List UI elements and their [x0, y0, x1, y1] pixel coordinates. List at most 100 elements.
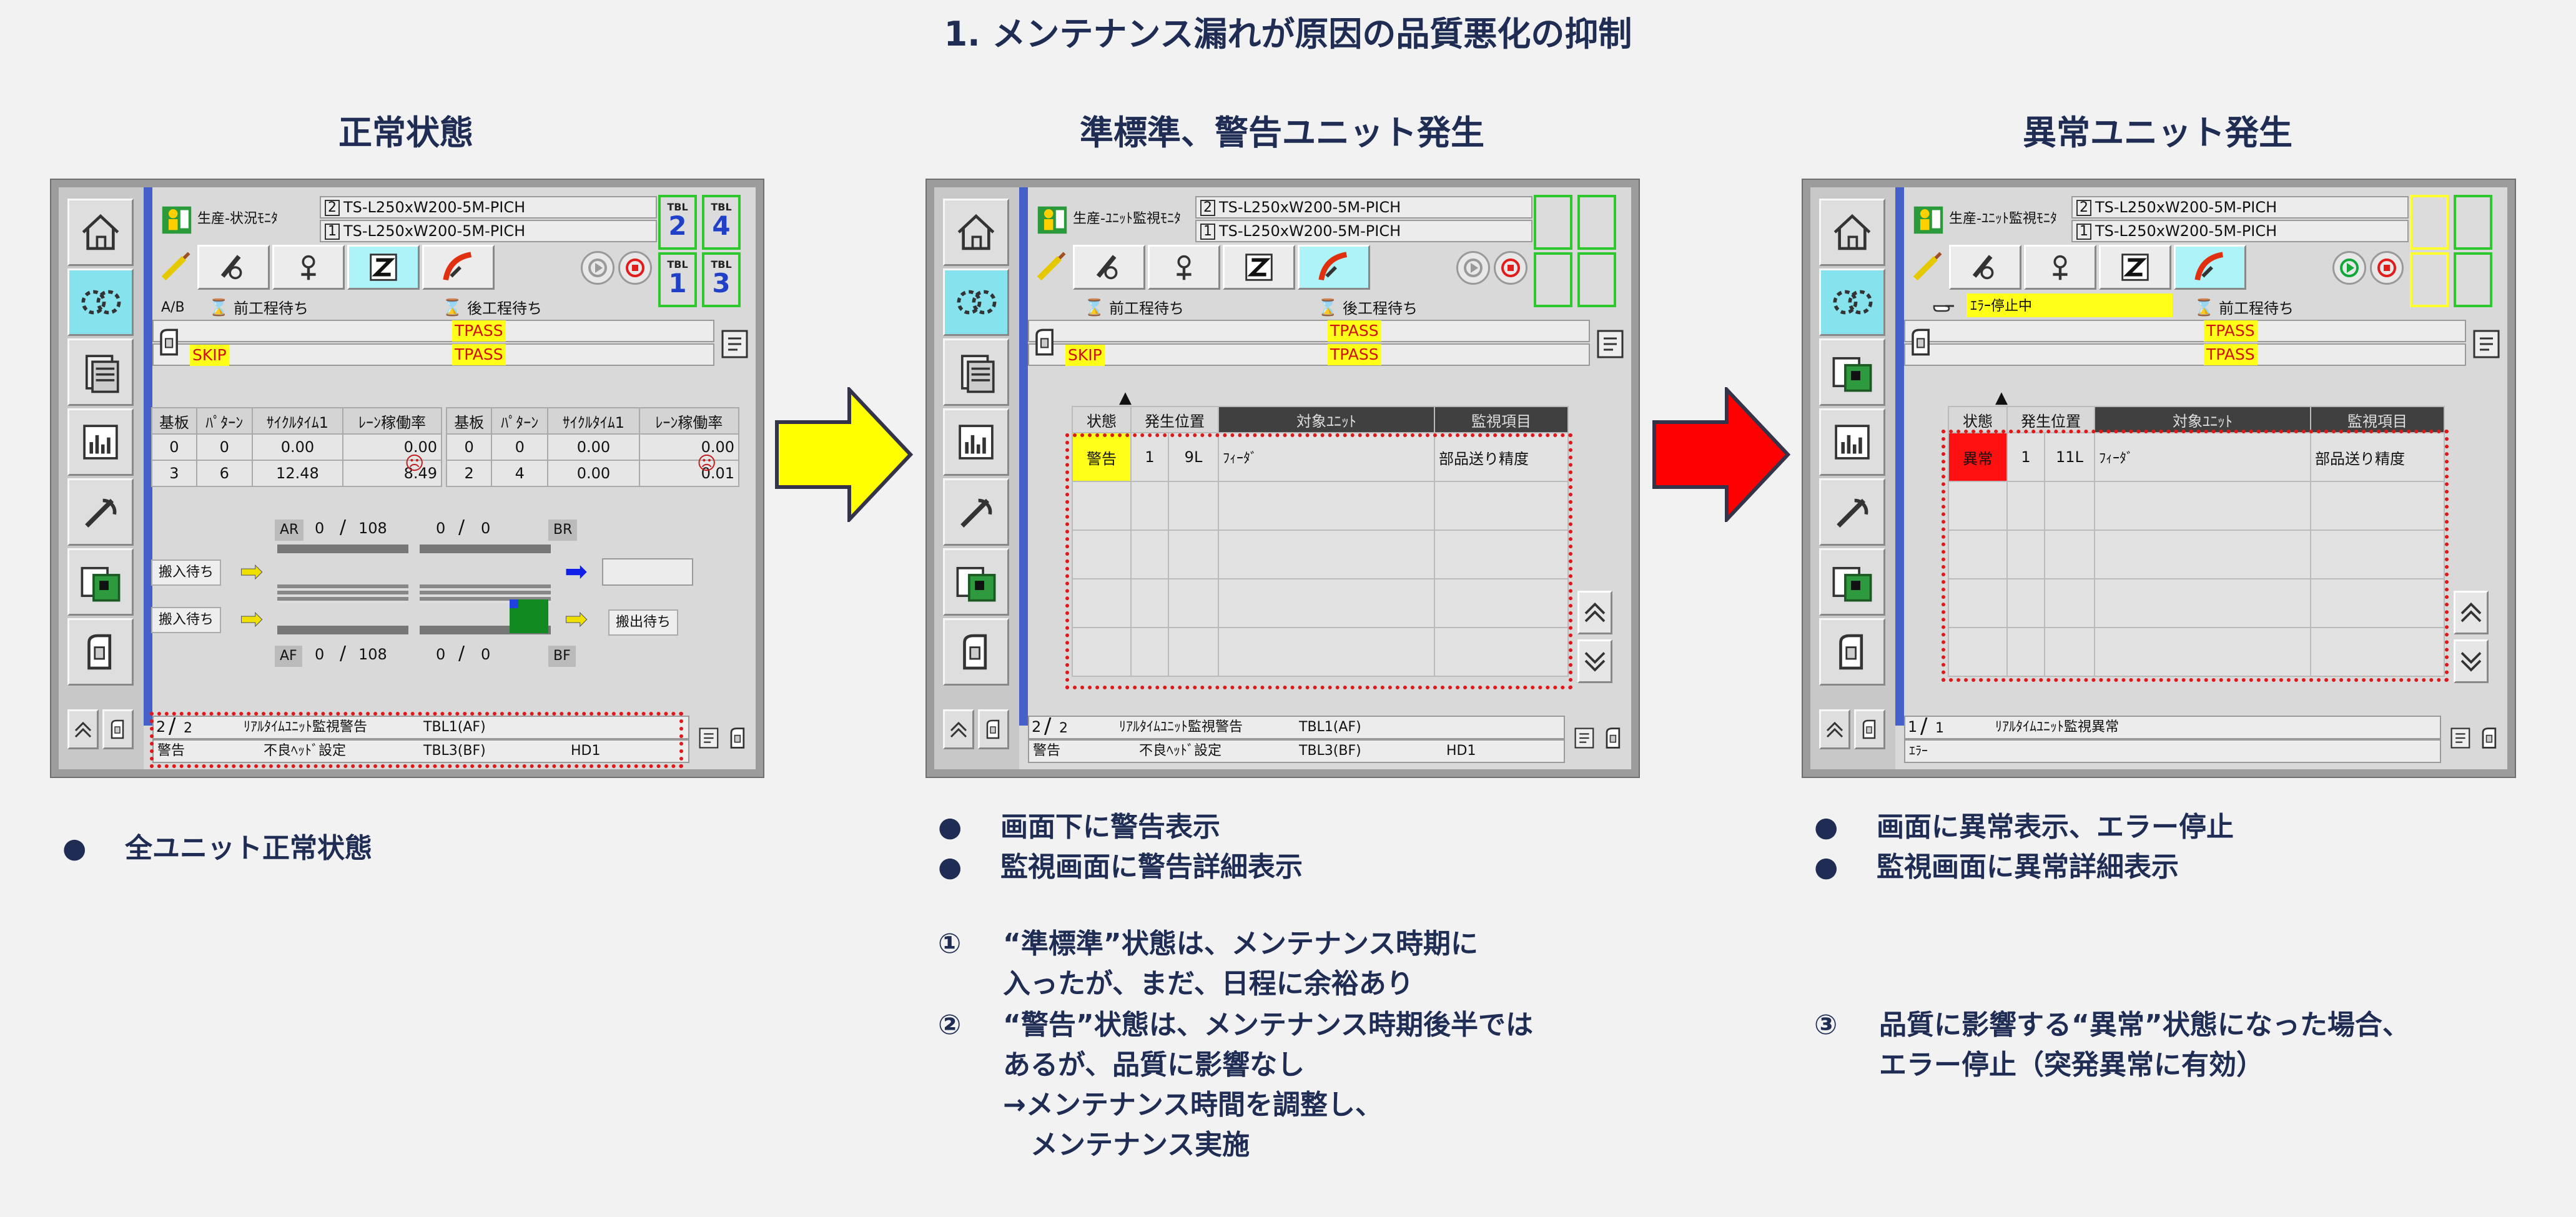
program-2-number: 1 — [325, 224, 340, 240]
panel-heading-warning: 準標準、警告ユニット発生 — [1080, 113, 1484, 152]
board-button[interactable] — [943, 548, 1009, 616]
program-button[interactable] — [67, 338, 134, 406]
scroll-up-button[interactable] — [1577, 591, 1612, 634]
start-button[interactable] — [581, 251, 614, 285]
tab-unit-monitor[interactable] — [1298, 245, 1370, 290]
save-button[interactable] — [2469, 323, 2506, 365]
tab-head[interactable] — [272, 245, 345, 290]
tab-feeder[interactable] — [197, 245, 270, 290]
production-button[interactable] — [1819, 269, 1885, 336]
program-row-1[interactable] — [320, 196, 657, 219]
save-button[interactable] — [717, 323, 754, 365]
board-button[interactable] — [1819, 548, 1885, 616]
table-row[interactable] — [1948, 627, 2445, 677]
edit-icon[interactable] — [1034, 250, 1068, 283]
message-row-1[interactable] — [1028, 716, 1565, 739]
tab-head[interactable] — [1148, 245, 1220, 290]
message-2-text: 不良ﾍｯﾄﾞ設定 — [264, 743, 347, 759]
in-wait-status-2: 搬入待ち — [151, 607, 222, 633]
home-button[interactable] — [1819, 199, 1885, 266]
table-row[interactable] — [1948, 578, 2445, 628]
message-row-2[interactable] — [1904, 739, 2441, 763]
statistics-button[interactable] — [1819, 408, 1885, 476]
message-row-1[interactable] — [152, 716, 689, 739]
scroll-up-button[interactable] — [2454, 591, 2489, 634]
edit-icon[interactable] — [1910, 250, 1944, 283]
tab-production[interactable] — [1223, 245, 1295, 290]
tab-feeder[interactable] — [1949, 245, 2021, 290]
program-row-2[interactable] — [2071, 220, 2409, 242]
program-row-1[interactable] — [1195, 196, 1532, 219]
scroll-down-button[interactable] — [1577, 639, 1612, 683]
lock-button[interactable] — [102, 709, 134, 749]
nozzle-button[interactable] — [1819, 478, 1885, 546]
help-button[interactable] — [2476, 718, 2504, 758]
lock-button[interactable] — [1854, 709, 1885, 749]
lock-button[interactable] — [978, 709, 1009, 749]
help-button[interactable] — [1600, 718, 1627, 758]
program-2-number: 1 — [2076, 224, 2091, 240]
program-button[interactable] — [943, 338, 1009, 406]
production-button[interactable] — [67, 269, 134, 336]
tab-head[interactable] — [2024, 245, 2096, 290]
message-row-2[interactable] — [1028, 739, 1565, 763]
program-2-name: TS-L250xW200-5M-PICH — [2095, 222, 2277, 240]
scroll-up-button[interactable] — [1819, 709, 1850, 749]
production-button[interactable] — [943, 269, 1009, 336]
scroll-up-button[interactable] — [67, 709, 99, 749]
program-row-2[interactable] — [1195, 220, 1532, 242]
tab-production[interactable] — [347, 245, 420, 290]
stop-button[interactable] — [1494, 251, 1527, 285]
table-row[interactable]: 警告 1 9L ﾌｨｰﾀﾞ 部品送り精度 — [1072, 432, 1569, 482]
home-button[interactable] — [67, 199, 134, 266]
home-button[interactable] — [943, 199, 1009, 266]
bullet-abnormal-1: ●画面に異常表示、エラー停止 — [1814, 811, 2234, 843]
report-button[interactable] — [1571, 718, 1599, 758]
start-button[interactable] — [2332, 251, 2366, 285]
statistics-button[interactable] — [67, 408, 134, 476]
table-row[interactable] — [1072, 627, 1569, 677]
program-row-2[interactable] — [320, 220, 657, 242]
save-button[interactable] — [1592, 323, 1630, 365]
lane-row-1 — [152, 320, 714, 342]
table-row[interactable] — [1948, 530, 2445, 579]
message-row-2[interactable] — [152, 739, 689, 763]
report-button[interactable] — [696, 718, 723, 758]
table-row[interactable]: 異常 1 11L ﾌｨｰﾀﾞ 部品送り精度 — [1948, 432, 2445, 482]
scroll-up-button[interactable] — [943, 709, 974, 749]
start-button[interactable] — [1456, 251, 1490, 285]
machine-button[interactable] — [67, 618, 134, 686]
tab-unit-monitor[interactable] — [422, 245, 495, 290]
stop-button[interactable] — [618, 251, 652, 285]
board-button[interactable] — [67, 548, 134, 616]
statistics-button[interactable] — [943, 408, 1009, 476]
help-button[interactable] — [724, 718, 752, 758]
machine-button[interactable] — [1819, 618, 1885, 686]
table-row[interactable] — [1072, 530, 1569, 579]
tab-production[interactable] — [2099, 245, 2171, 290]
machine-button[interactable] — [943, 618, 1009, 686]
stop-button[interactable] — [2370, 251, 2404, 285]
table-row[interactable] — [1072, 578, 1569, 628]
bullet-warning-2: ●監視画面に警告詳細表示 — [938, 851, 1303, 883]
stop-icon — [2377, 259, 2396, 277]
message-row-1[interactable] — [1904, 716, 2441, 739]
report-button[interactable] — [2447, 718, 2475, 758]
unit-monitor-table: 状態 発生位置 対象ﾕﾆｯﾄ 監視項目 異常 1 11L ﾌｨｰﾀﾞ 部品送り精… — [1948, 406, 2445, 677]
nozzle-button[interactable] — [67, 478, 134, 546]
table-row[interactable] — [1072, 481, 1569, 531]
program-row-1[interactable] — [2071, 196, 2409, 219]
hourglass-icon-2: ⌛ — [442, 298, 463, 317]
cycle-icon — [77, 279, 124, 325]
edit-icon[interactable] — [159, 250, 192, 283]
program-button[interactable] — [1819, 338, 1885, 406]
tab-feeder[interactable] — [1073, 245, 1145, 290]
feeder-icon — [215, 249, 252, 285]
document-icon — [953, 349, 999, 395]
table-row[interactable] — [1948, 481, 2445, 531]
scroll-down-button[interactable] — [2454, 639, 2489, 683]
nozzle-button[interactable] — [943, 478, 1009, 546]
tab-unit-monitor[interactable] — [2174, 245, 2246, 290]
stop-icon — [1501, 259, 1520, 277]
message-2-table: TBL3(BF) — [1299, 743, 1361, 759]
